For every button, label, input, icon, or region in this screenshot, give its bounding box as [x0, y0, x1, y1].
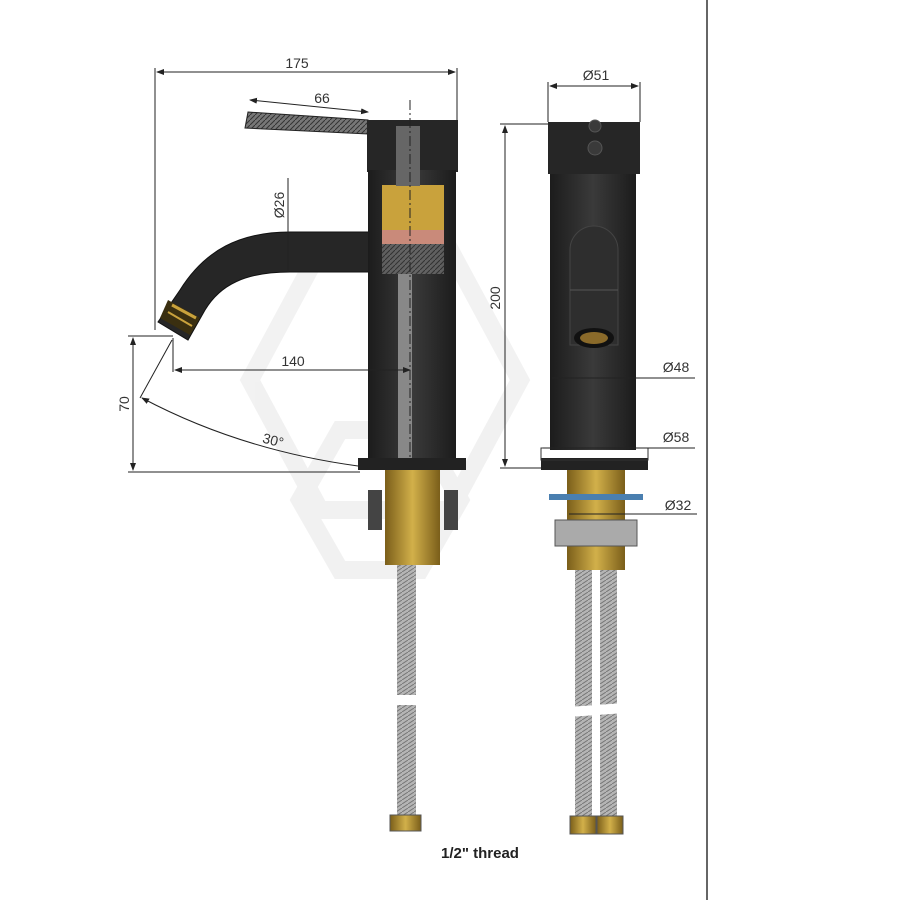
- dim-body-diameter: Ø48: [663, 359, 690, 375]
- hose-right: [600, 570, 617, 818]
- front-spout: [569, 225, 619, 346]
- aerator: [160, 300, 200, 335]
- cartridge: [382, 185, 444, 233]
- washer: [549, 494, 643, 500]
- dim-body-height: 200: [487, 286, 503, 310]
- thread-note: 1/2" thread: [441, 845, 519, 862]
- hose-left: [575, 570, 592, 818]
- lock-nut: [554, 519, 638, 547]
- dim-top-diameter: Ø51: [583, 67, 610, 83]
- hose-nut: [389, 814, 422, 832]
- dim-overall-width: 175: [285, 55, 309, 71]
- dim-shank-diameter: Ø32: [665, 497, 692, 513]
- spout: [157, 231, 371, 341]
- dim-spout-diameter: Ø26: [271, 192, 287, 219]
- hose: [397, 565, 416, 815]
- dim-lever-length: 66: [314, 90, 330, 106]
- dim-base-diameter: Ø58: [663, 429, 690, 445]
- dim-spout-reach: 140: [281, 353, 305, 369]
- front-view: Ø51 200 Ø48 Ø58 Ø32: [487, 67, 697, 835]
- side-view: 175 66 Ø26 140 70 30°: [116, 55, 466, 832]
- front-flange: [541, 458, 648, 470]
- brass-shank: [385, 470, 440, 565]
- base-flange: [358, 458, 466, 470]
- lever-handle: [244, 111, 369, 135]
- dim-lever-angle: 30°: [261, 430, 285, 451]
- dim-spout-height: 70: [116, 396, 132, 412]
